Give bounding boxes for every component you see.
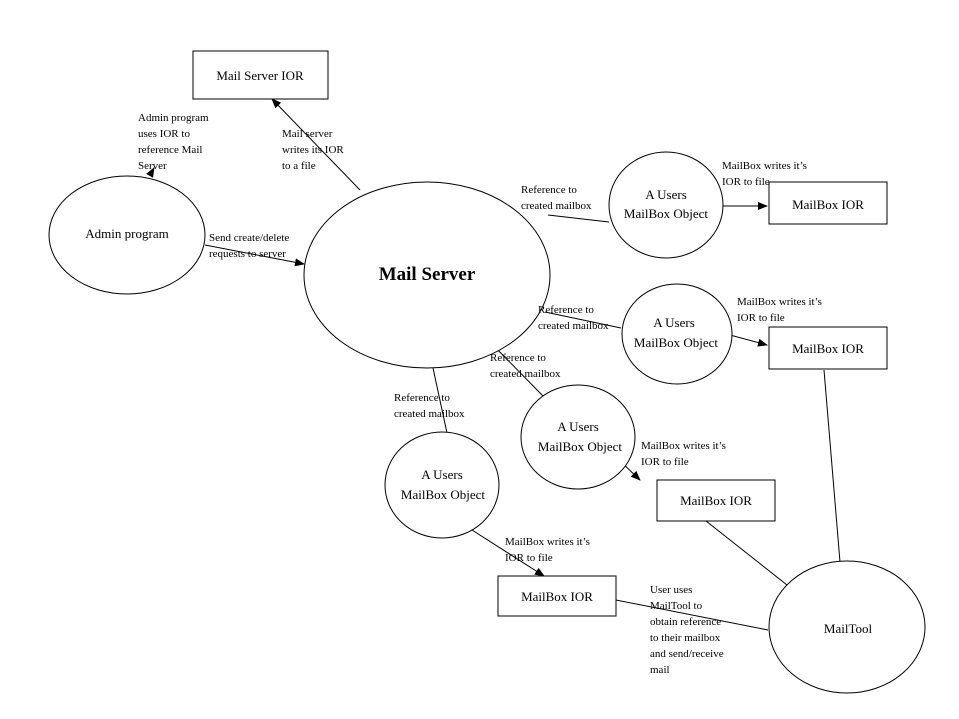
note-line: and send/receive bbox=[650, 648, 724, 660]
mailbox-ior-label: MailBox IOR bbox=[792, 197, 864, 212]
note-line: IOR to file bbox=[722, 176, 770, 188]
note-mailbox-writes-ior-4: MailBox writes it’s IOR to file bbox=[505, 536, 590, 564]
note-line: to a file bbox=[282, 160, 316, 172]
note-mailbox-writes-ior-3: MailBox writes it’s IOR to file bbox=[641, 440, 726, 468]
note-line: uses IOR to bbox=[138, 128, 190, 140]
edge-server-to-server-ior bbox=[271, 98, 361, 191]
mailbox-ior-box-2: MailBox IOR bbox=[768, 326, 888, 370]
note-line: MailBox writes it’s bbox=[737, 296, 822, 308]
mailbox-object-line-2: MailBox Object bbox=[401, 487, 486, 502]
note-line: MailTool to bbox=[650, 600, 703, 612]
edge-mailtool-to-ior-3 bbox=[705, 520, 788, 586]
admin-program-node: Admin program bbox=[48, 175, 206, 295]
admin-program-label: Admin program bbox=[85, 226, 168, 241]
edge-server-to-mailbox-4 bbox=[432, 367, 448, 434]
note-line: writes its IOR bbox=[282, 144, 344, 156]
mailbox-object-node-4: A Users MailBox Object bbox=[384, 431, 500, 539]
mailbox-object-line-1: A Users bbox=[645, 187, 687, 202]
note-line: reference Mail bbox=[138, 144, 202, 156]
mail-server-node: Mail Server bbox=[303, 181, 551, 369]
edge-server-to-mailbox-2 bbox=[544, 311, 622, 329]
note-line: created mailbox bbox=[394, 408, 465, 420]
mailbox-object-line-1: A Users bbox=[421, 467, 463, 482]
note-line: Mail server bbox=[282, 128, 333, 140]
edge-server-to-mailbox-3 bbox=[489, 341, 545, 398]
mailbox-object-line-2: MailBox Object bbox=[634, 335, 719, 350]
mail-server-label: Mail Server bbox=[379, 264, 476, 285]
note-line: MailBox writes it’s bbox=[641, 440, 726, 452]
edge-mailtool-to-ior-4 bbox=[615, 599, 769, 631]
note-admin-uses-ior: Admin program uses IOR to reference Mail… bbox=[138, 112, 209, 172]
note-line: Reference to bbox=[394, 392, 450, 404]
mailbox-object-line-1: A Users bbox=[557, 419, 599, 434]
note-line: IOR to file bbox=[641, 456, 689, 468]
note-line: IOR to file bbox=[505, 552, 553, 564]
note-mailbox-writes-ior-2: MailBox writes it’s IOR to file bbox=[737, 296, 822, 324]
edge-admin-to-server-ior bbox=[146, 167, 155, 178]
mailbox-ior-box-3: MailBox IOR bbox=[656, 479, 776, 522]
note-line: Server bbox=[138, 160, 167, 172]
edge-server-to-mailbox-1 bbox=[547, 214, 610, 223]
mailbox-object-line-2: MailBox Object bbox=[538, 439, 623, 454]
connectors bbox=[146, 98, 841, 631]
note-line: Reference to bbox=[521, 184, 577, 196]
note-server-writes-ior: Mail server writes its IOR to a file bbox=[282, 128, 344, 172]
note-reference-created-1: Reference to created mailbox bbox=[521, 184, 592, 212]
note-line: created mailbox bbox=[521, 200, 592, 212]
note-reference-created-3: Reference to created mailbox bbox=[490, 352, 561, 380]
edge-admin-to-server bbox=[204, 244, 305, 267]
note-mailbox-writes-ior-1: MailBox writes it’s IOR to file bbox=[722, 160, 807, 188]
edge-mailtool-to-ior-2 bbox=[823, 369, 841, 563]
mailbox-ior-label: MailBox IOR bbox=[680, 493, 752, 508]
note-reference-created-4: Reference to created mailbox bbox=[394, 392, 465, 420]
note-reference-created-2: Reference to created mailbox bbox=[538, 304, 609, 332]
note-line: created mailbox bbox=[538, 320, 609, 332]
mailtool-node: MailTool bbox=[768, 560, 926, 694]
note-line: IOR to file bbox=[737, 312, 785, 324]
edge-mailbox-4-to-ior bbox=[471, 529, 545, 577]
note-user-uses-mailtool: User uses MailTool to obtain reference t… bbox=[650, 584, 724, 676]
mailbox-object-node-2: A Users MailBox Object bbox=[621, 283, 733, 385]
note-send-requests: Send create/delete requests to server bbox=[209, 232, 289, 260]
note-line: Admin program bbox=[138, 112, 209, 124]
mailbox-ior-label: MailBox IOR bbox=[792, 341, 864, 356]
note-line: MailBox writes it’s bbox=[505, 536, 590, 548]
note-line: Reference to bbox=[490, 352, 546, 364]
mailbox-object-line-1: A Users bbox=[653, 315, 695, 330]
note-line: requests to server bbox=[209, 248, 286, 260]
mail-server-ior-box: Mail Server IOR bbox=[192, 50, 329, 100]
mailbox-object-node-1: A Users MailBox Object bbox=[608, 151, 724, 259]
mailbox-object-line-2: MailBox Object bbox=[624, 206, 709, 221]
note-line: Send create/delete bbox=[209, 232, 289, 244]
note-line: Reference to bbox=[538, 304, 594, 316]
note-line: obtain reference bbox=[650, 616, 721, 628]
mail-server-ior-label: Mail Server IOR bbox=[216, 68, 304, 83]
mailbox-ior-label: MailBox IOR bbox=[521, 589, 593, 604]
note-line: to their mailbox bbox=[650, 632, 721, 644]
note-line: MailBox writes it’s bbox=[722, 160, 807, 172]
edge-mailbox-2-to-ior bbox=[729, 334, 768, 347]
mailbox-ior-box-4: MailBox IOR bbox=[497, 575, 617, 617]
mailbox-ior-box-1: MailBox IOR bbox=[768, 181, 888, 225]
mailbox-object-node-3: A Users MailBox Object bbox=[520, 384, 636, 490]
note-line: created mailbox bbox=[490, 368, 561, 380]
mailtool-label: MailTool bbox=[824, 621, 873, 636]
note-line: User uses bbox=[650, 584, 692, 596]
note-line: mail bbox=[650, 664, 670, 676]
